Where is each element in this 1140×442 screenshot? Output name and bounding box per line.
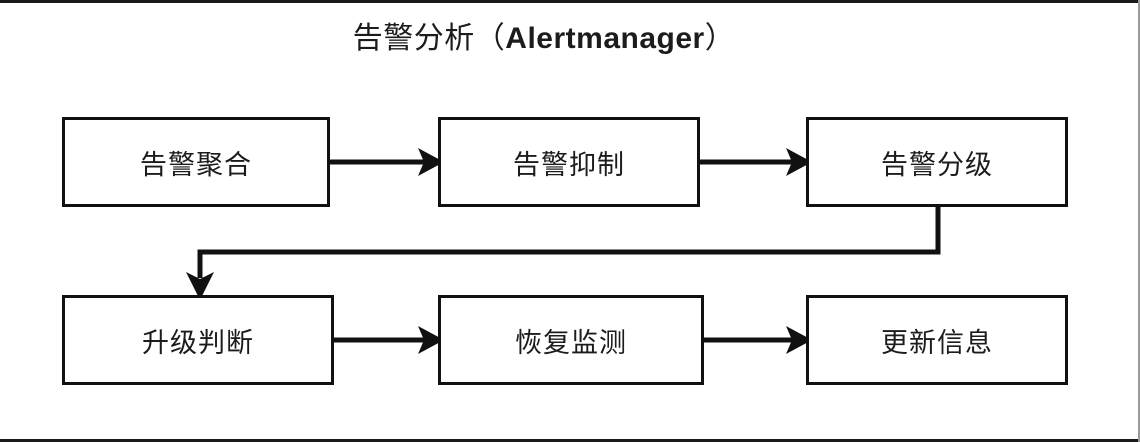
diagram-title-cn-tail: ） [704, 22, 736, 55]
edge-recover-to-update [704, 326, 812, 354]
node-alert-grading[interactable]: 告警分级 [806, 117, 1068, 207]
page-border-bottom [0, 439, 1140, 442]
edge-suppress-to-grade [700, 148, 812, 176]
diagram-title: 告警分析（Alertmanager） [0, 20, 1088, 58]
node-alert-aggregation[interactable]: 告警聚合 [62, 117, 330, 207]
diagram-title-en: Alertmanager [505, 22, 705, 55]
node-label: 告警抑制 [513, 149, 625, 180]
node-recovery-monitoring[interactable]: 恢复监测 [438, 295, 704, 385]
page-border-top [0, 0, 1140, 3]
node-escalation-judgment[interactable]: 升级判断 [62, 295, 334, 385]
node-label: 恢复监测 [515, 327, 627, 358]
node-label: 告警分级 [881, 149, 993, 180]
node-label: 升级判断 [142, 327, 254, 358]
node-label: 告警聚合 [140, 149, 252, 180]
diagram-title-cn-head: 告警分析（ [352, 22, 506, 55]
node-label: 更新信息 [881, 327, 993, 358]
edge-escalate-to-recover [334, 326, 444, 354]
node-alert-suppression[interactable]: 告警抑制 [438, 117, 700, 207]
edge-aggregate-to-suppress [330, 148, 444, 176]
page-border-right [1138, 0, 1140, 442]
edge-grade-to-escalate [186, 207, 941, 300]
node-update-information[interactable]: 更新信息 [806, 295, 1068, 385]
